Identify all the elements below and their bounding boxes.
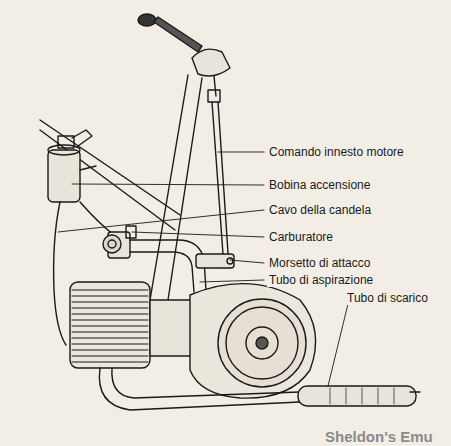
part-label: Cavo della candela [267,203,373,217]
part-label: Morsetto di attacco [267,256,372,270]
part-label: Comando innesto motore [267,145,406,159]
part-label: Bobina accensione [267,178,372,192]
part-label: Tubo di aspirazione [267,273,375,287]
part-label: Tubo di scarico [345,291,430,305]
part-label: Carburatore [267,230,335,244]
watermark: Sheldon's Emu [325,428,433,445]
